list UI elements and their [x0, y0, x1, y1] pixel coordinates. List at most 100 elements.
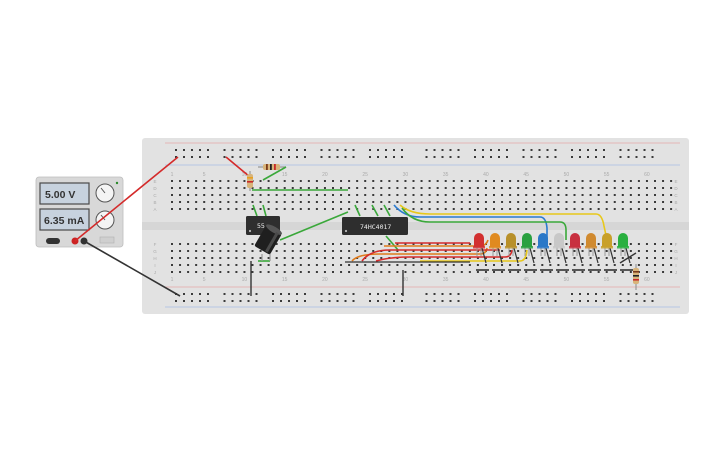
rail-hole[interactable]	[474, 300, 476, 302]
breadboard-hole[interactable]	[493, 208, 495, 210]
breadboard-hole[interactable]	[541, 250, 544, 252]
breadboard-hole[interactable]	[501, 180, 504, 182]
breadboard-hole[interactable]	[315, 187, 318, 189]
breadboard-hole[interactable]	[589, 250, 592, 252]
breadboard-hole[interactable]	[219, 187, 222, 189]
led[interactable]	[601, 233, 613, 256]
breadboard-hole[interactable]	[219, 208, 222, 210]
wire-green-counter-3[interactable]	[383, 204, 391, 217]
rail-hole[interactable]	[433, 300, 436, 302]
breadboard-hole[interactable]	[637, 257, 640, 259]
breadboard-hole[interactable]	[235, 243, 238, 245]
breadboard-hole[interactable]	[307, 194, 310, 196]
breadboard-hole[interactable]	[476, 187, 479, 189]
rail-hole[interactable]	[587, 293, 589, 295]
breadboard-hole[interactable]	[299, 257, 302, 259]
rail-hole[interactable]	[369, 149, 371, 151]
rail-hole[interactable]	[328, 300, 331, 302]
led-cathode-link[interactable]	[513, 247, 519, 264]
breadboard-hole[interactable]	[243, 180, 246, 182]
rail-hole[interactable]	[579, 149, 581, 151]
rail-hole[interactable]	[247, 149, 250, 151]
breadboard-hole[interactable]	[589, 208, 592, 210]
breadboard-hole[interactable]	[662, 250, 665, 252]
breadboard-hole[interactable]	[243, 257, 246, 259]
rail-hole[interactable]	[506, 300, 508, 302]
breadboard-hole[interactable]	[613, 257, 616, 259]
rail-hole[interactable]	[490, 156, 492, 158]
breadboard-hole[interactable]	[533, 208, 536, 210]
wire-supply-positive[interactable]	[74, 156, 179, 242]
breadboard-hole[interactable]	[468, 187, 471, 189]
breadboard-hole[interactable]	[533, 264, 536, 266]
breadboard-hole[interactable]	[662, 201, 665, 203]
led-cathode-link[interactable]	[545, 247, 551, 264]
breadboard-hole[interactable]	[179, 201, 182, 203]
wire-orange-1[interactable]	[351, 247, 488, 262]
breadboard-hole[interactable]	[629, 187, 632, 189]
breadboard-hole[interactable]	[299, 243, 302, 245]
breadboard-hole[interactable]	[195, 250, 198, 252]
breadboard-hole[interactable]	[533, 243, 536, 245]
breadboard-hole[interactable]	[283, 264, 286, 266]
breadboard-hole[interactable]	[565, 194, 568, 196]
breadboard-hole[interactable]	[323, 194, 326, 196]
breadboard-hole[interactable]	[332, 194, 334, 196]
breadboard-hole[interactable]	[243, 250, 246, 252]
breadboard-hole[interactable]	[501, 250, 504, 252]
led-cathode-link[interactable]	[593, 247, 599, 264]
breadboard-hole[interactable]	[670, 201, 673, 203]
breadboard-hole[interactable]	[332, 180, 334, 182]
rail-hole[interactable]	[595, 293, 597, 295]
rail-hole[interactable]	[320, 300, 323, 302]
rail-hole[interactable]	[247, 156, 250, 158]
breadboard-hole[interactable]	[380, 257, 383, 259]
breadboard-hole[interactable]	[348, 257, 351, 259]
breadboard-hole[interactable]	[227, 264, 230, 266]
breadboard-hole[interactable]	[211, 201, 214, 203]
breadboard-hole[interactable]	[452, 264, 455, 266]
breadboard-hole[interactable]	[589, 180, 592, 182]
breadboard-hole[interactable]	[517, 271, 520, 273]
breadboard-hole[interactable]	[420, 243, 423, 245]
breadboard-hole[interactable]	[315, 257, 318, 259]
breadboard-hole[interactable]	[404, 187, 407, 189]
rail-hole[interactable]	[175, 156, 177, 158]
breadboard-hole[interactable]	[291, 208, 294, 210]
breadboard-hole[interactable]	[364, 208, 367, 210]
breadboard-holes[interactable]	[171, 149, 673, 302]
rail-hole[interactable]	[280, 293, 282, 295]
breadboard-hole[interactable]	[645, 257, 648, 259]
breadboard-hole[interactable]	[283, 271, 286, 273]
rail-hole[interactable]	[328, 149, 331, 151]
breadboard-hole[interactable]	[171, 180, 173, 182]
breadboard-hole[interactable]	[227, 201, 230, 203]
breadboard-hole[interactable]	[364, 201, 367, 203]
wire-green-counter-1[interactable]	[354, 204, 361, 217]
rail-hole[interactable]	[191, 293, 193, 295]
breadboard-hole[interactable]	[436, 271, 439, 273]
breadboard-hole[interactable]	[420, 187, 423, 189]
breadboard-hole[interactable]	[396, 187, 399, 189]
breadboard-hole[interactable]	[315, 271, 318, 273]
breadboard-hole[interactable]	[613, 180, 616, 182]
breadboard-hole[interactable]	[404, 180, 407, 182]
breadboard-hole[interactable]	[380, 271, 383, 273]
rail-hole[interactable]	[304, 300, 306, 302]
rail-hole[interactable]	[344, 293, 347, 295]
breadboard-hole[interactable]	[219, 250, 222, 252]
rail-hole[interactable]	[296, 293, 298, 295]
rail-hole[interactable]	[352, 149, 355, 151]
breadboard-hole[interactable]	[637, 243, 640, 245]
breadboard-hole[interactable]	[235, 250, 238, 252]
breadboard-hole[interactable]	[621, 250, 624, 252]
breadboard-hole[interactable]	[452, 257, 455, 259]
breadboard-hole[interactable]	[605, 194, 608, 196]
breadboard-hole[interactable]	[573, 201, 576, 203]
breadboard-hole[interactable]	[654, 208, 656, 210]
breadboard-hole[interactable]	[493, 201, 495, 203]
breadboard-hole[interactable]	[645, 264, 648, 266]
breadboard-hole[interactable]	[348, 187, 351, 189]
breadboard-hole[interactable]	[468, 208, 471, 210]
breadboard-hole[interactable]	[171, 194, 173, 196]
